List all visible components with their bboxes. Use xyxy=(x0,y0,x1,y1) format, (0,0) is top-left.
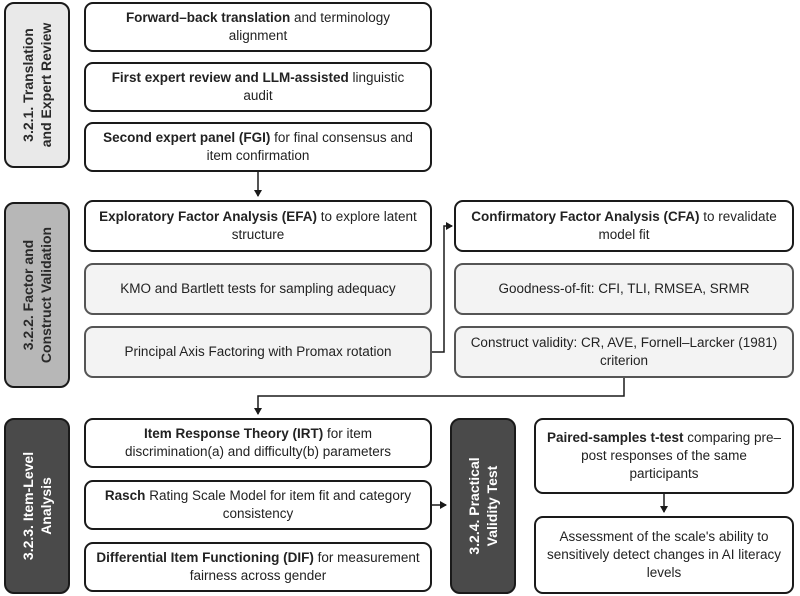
practical-box: Assessment of the scale's ability to sen… xyxy=(534,516,794,594)
section-factor-validation: 3.2.2. Factor and Construct Validation xyxy=(4,202,70,388)
efa-box: KMO and Bartlett tests for sampling adeq… xyxy=(84,263,432,315)
connector-efa-to-cfa xyxy=(432,222,453,353)
translation-box: Second expert panel (FGI) for final cons… xyxy=(84,122,432,172)
translation-box: Forward–back translation and terminology… xyxy=(84,2,432,52)
item-level-box: Item Response Theory (IRT) for item disc… xyxy=(84,418,432,468)
efa-box: Exploratory Factor Analysis (EFA) to exp… xyxy=(84,200,432,252)
section-translation: 3.2.1. Translation and Expert Review xyxy=(4,2,70,168)
section-item-level: 3.2.3. Item-Level Analysis xyxy=(4,418,70,594)
cfa-box: Goodness-of-fit: CFI, TLI, RMSEA, SRMR xyxy=(454,263,794,315)
connector-cfa-to-item-level xyxy=(254,378,625,415)
item-level-box: Rasch Rating Scale Model for item fit an… xyxy=(84,480,432,530)
cfa-box: Confirmatory Factor Analysis (CFA) to re… xyxy=(454,200,794,252)
efa-box: Principal Axis Factoring with Promax rot… xyxy=(84,326,432,378)
cfa-box: Construct validity: CR, AVE, Fornell–Lar… xyxy=(454,326,794,378)
section-practical-validity: 3.2.4. Practical Validity Test xyxy=(450,418,516,594)
translation-box: First expert review and LLM-assisted lin… xyxy=(84,62,432,112)
item-level-box: Differential Item Functioning (DIF) for … xyxy=(84,542,432,592)
practical-box: Paired-samples t-test comparing pre–post… xyxy=(534,418,794,494)
